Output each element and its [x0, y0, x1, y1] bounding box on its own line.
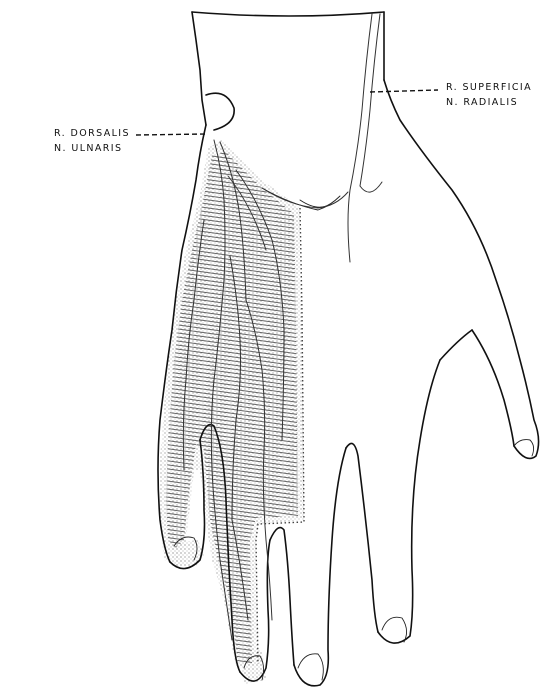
- label-ramus-superficialis-nervus-radialis: R. SUPERFICIA N. RADIALIS: [446, 80, 532, 110]
- label-left-line1: R. DORSALIS: [54, 126, 130, 141]
- leader-line-left: [136, 134, 206, 135]
- leader-line-right: [370, 90, 438, 92]
- label-right-line2: N. RADIALIS: [446, 95, 532, 110]
- label-left-line2: N. ULNARIS: [54, 141, 130, 156]
- label-right-line1: R. SUPERFICIA: [446, 80, 532, 95]
- label-ramus-dorsalis-nervus-ulnaris: R. DORSALIS N. ULNARIS: [54, 126, 130, 156]
